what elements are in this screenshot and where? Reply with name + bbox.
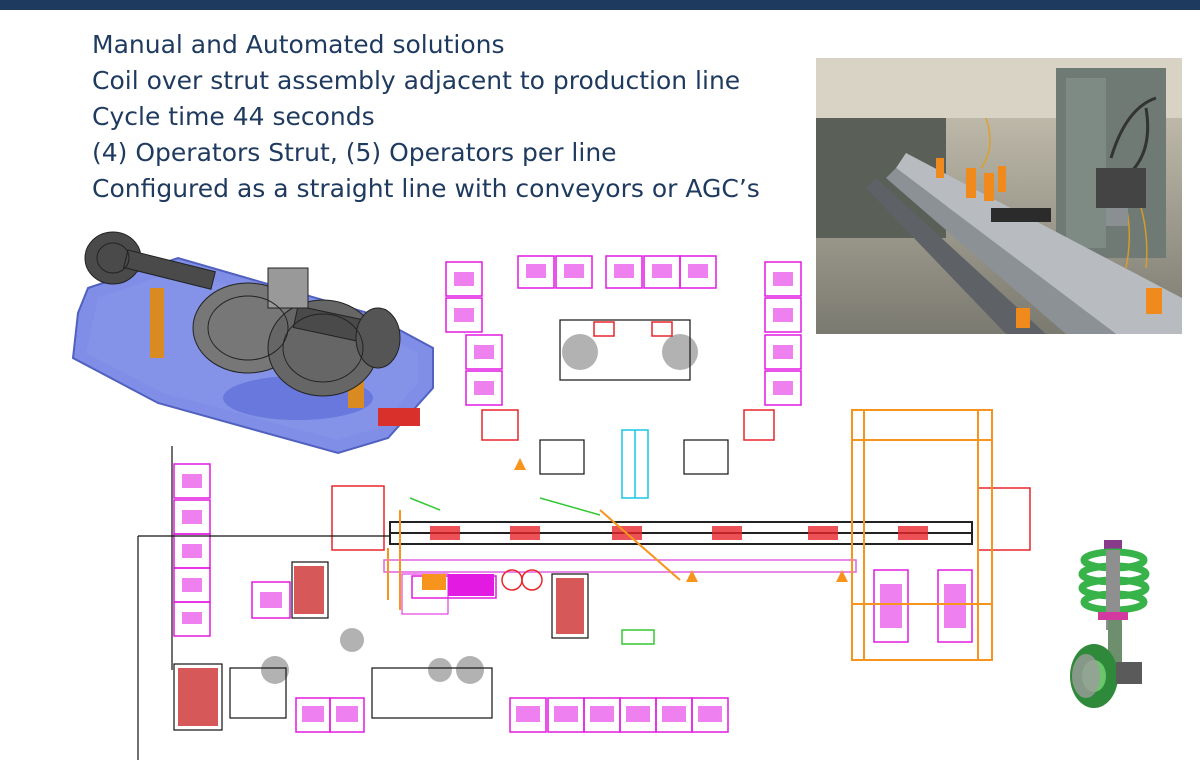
bullet-item: Cycle time 44 seconds (92, 102, 375, 131)
bullet-item: Configured as a straight line with conve… (92, 174, 760, 203)
header-bar (0, 0, 1200, 10)
assembly-line-photo (816, 58, 1182, 334)
bullet-list: Manual and Automated solutions Coil over… (92, 28, 760, 208)
bullet-item: Coil over strut assembly adjacent to pro… (92, 66, 741, 95)
coil-over-strut-render (1070, 540, 1150, 708)
bullet-item: Manual and Automated solutions (92, 30, 505, 59)
axle-assembly-render (71, 231, 434, 455)
bullet-item: (4) Operators Strut, (5) Operators per l… (92, 138, 617, 167)
